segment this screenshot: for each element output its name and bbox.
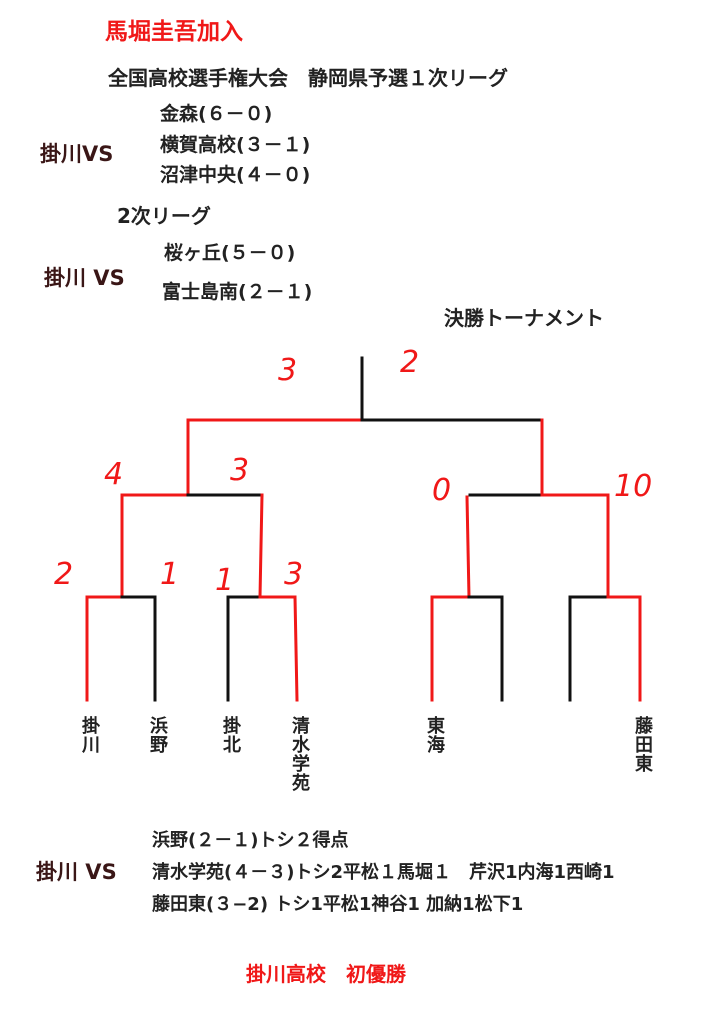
second-league-title: 2次リーグ [117,204,211,228]
score-semi-left-a: 4 [104,457,123,492]
qf-drop [258,493,264,599]
score-final-right: 2 [400,345,419,380]
first-league-result: 沼津中央(４－０) [160,164,311,186]
score-qf: 1 [160,557,179,592]
tournament-result: 浜野(２－１)トシ２得点 [152,830,349,851]
score-qf: 1 [215,563,234,598]
score-qf: 2 [54,557,73,592]
team-name: 浜野 [147,716,168,754]
heading: 馬堀圭吾加入 [105,19,243,45]
first-league-vs-label: 掛川VS [40,142,114,166]
final-tournament-title: 決勝トーナメント [444,306,604,330]
footer-championship: 掛川高校 初優勝 [246,962,406,986]
tournament-title: 全国高校選手権大会 静岡県予選１次リーグ [108,66,508,90]
team-name: 東海 [424,716,445,754]
team-name: 清水学苑 [289,716,310,792]
score-final-left: 3 [278,353,297,388]
score-semi-right-a: 0 [432,473,451,508]
team-name: 掛川 [79,716,100,754]
second-league-result: 富士島南(２－１) [162,281,313,303]
team-line-shimizu [293,595,299,702]
first-league-result: 横賀高校(３－１) [160,134,311,156]
score-semi-left-b: 3 [230,453,249,488]
second-league-result: 桜ヶ丘(５－０) [164,242,296,264]
tournament-result: 藤田東(３−2) トシ1平松1神谷1 加納1松下1 [152,894,524,915]
qf-drop [465,495,471,599]
team-name: 掛北 [220,716,241,754]
score-qf: 3 [284,557,303,592]
tournament-vs-label: 掛川 VS [36,860,117,884]
score-semi-right-b: 10 [614,469,652,504]
second-league-vs-label: 掛川 VS [44,266,125,290]
first-league-result: 金森(６－０) [160,103,273,125]
tournament-result: 清水学苑(４－３)トシ2平松１馬堀１ 芹沢1内海1西崎1 [152,862,615,883]
team-name: 藤田東 [632,716,653,773]
